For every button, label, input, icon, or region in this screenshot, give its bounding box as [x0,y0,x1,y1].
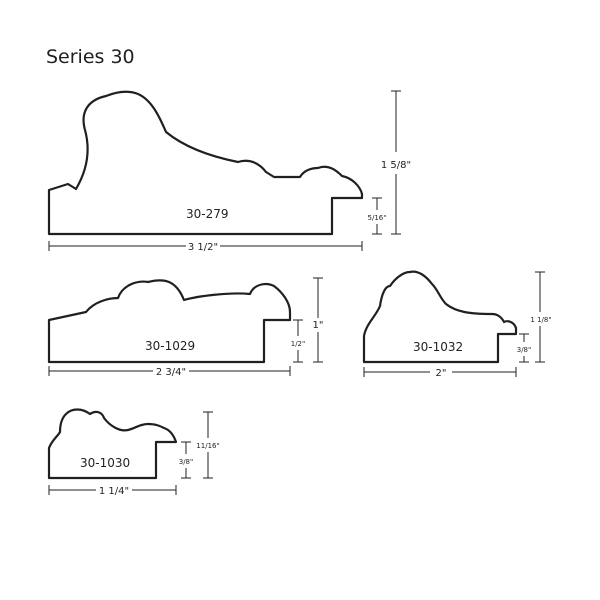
profile-code: 30-279 [186,207,229,221]
profile-outline [47,279,292,364]
profile-code: 30-1029 [145,339,195,353]
profile-30-279: 30-279 3 1/2" 1 5/8" 5/16" [47,90,414,253]
height-label: 11/16" [196,442,219,450]
height-label: 1 5/8" [381,160,411,171]
page-title: Series 30 [46,46,135,68]
width-label: 3 1/2" [188,242,218,253]
height-label: 1 1/8" [530,316,551,324]
rabbet-label: 5/16" [368,214,387,222]
profile-outline [47,408,178,480]
profile-30-1029: 30-1029 2 3/4" 1" 1/2" [47,277,329,378]
rabbet-label: 1/2" [291,340,306,348]
profile-30-1030: 30-1030 1 1/4" 11/16" 3/8" [47,408,222,497]
rabbet-label: 3/8" [517,346,532,354]
width-label: 1 1/4" [99,486,129,497]
width-label: 2" [436,368,447,379]
profile-30-1032: 30-1032 2" 1 1/8" 3/8" [362,270,554,379]
profile-outline [362,270,518,364]
profile-outline [47,90,364,236]
width-label: 2 3/4" [156,367,186,378]
profile-code: 30-1032 [413,340,463,354]
profile-code: 30-1030 [80,456,130,470]
height-label: 1" [313,320,324,331]
rabbet-label: 3/8" [179,458,194,466]
